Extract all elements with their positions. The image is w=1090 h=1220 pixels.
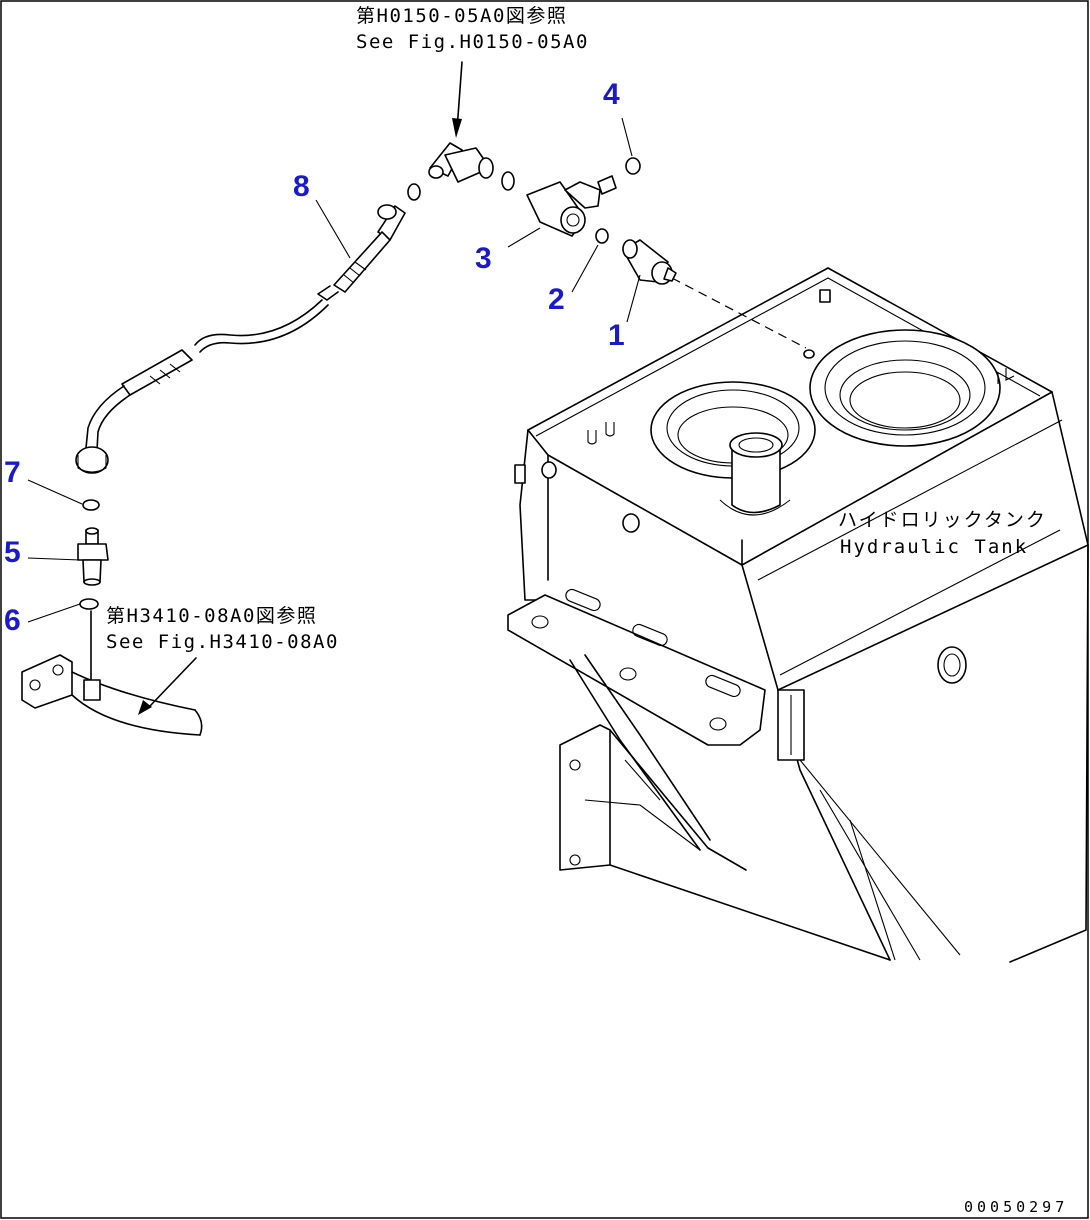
ref-left-ja: 第H3410-08A0図参照: [106, 605, 317, 627]
callout-3: 3: [475, 242, 492, 275]
part-2-oring: [595, 228, 609, 244]
ref-left-en: See Fig.H3410-08A0: [106, 631, 339, 653]
callout-7: 7: [4, 456, 21, 489]
tank-label-ja: ハイドロリックタンク: [838, 509, 1047, 531]
elbow-fitting-top: [428, 142, 494, 183]
part-1-adapter: [622, 239, 677, 285]
part-4-oring: [625, 157, 641, 175]
tank-label-en: Hydraulic Tank: [840, 536, 1028, 558]
callout-5: 5: [4, 536, 21, 569]
part-5-union: [77, 527, 109, 586]
ref-top-ja: 第H0150-05A0図参照: [356, 5, 567, 27]
callout-4: 4: [603, 78, 620, 111]
callout-2: 2: [548, 283, 565, 316]
hydraulic-tank: [507, 267, 1089, 963]
leader-lines: [27, 117, 641, 623]
ref-left-arrow: [138, 657, 197, 715]
install-line: [671, 277, 807, 349]
part-6-oring: [79, 598, 99, 610]
callout-6: 6: [4, 604, 21, 637]
part-8-hose: [75, 204, 406, 474]
callout-1: 1: [608, 319, 625, 352]
doc-id: 00050297: [964, 1198, 1068, 1216]
part-3-elbow: [526, 175, 617, 237]
oring-a: [407, 183, 421, 201]
ref-top-en: See Fig.H0150-05A0: [356, 31, 589, 53]
oring-b: [501, 171, 515, 191]
ref-top-arrow: [452, 61, 463, 138]
pipe-bottom-left: [21, 654, 203, 736]
callout-8: 8: [293, 170, 310, 203]
part-7-oring: [82, 499, 100, 511]
